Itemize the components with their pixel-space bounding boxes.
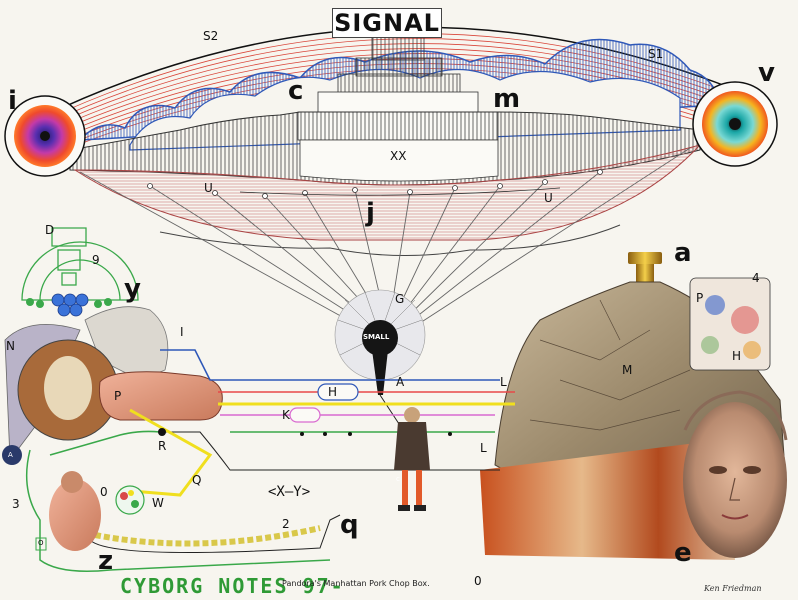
label-xx: XX bbox=[390, 149, 407, 163]
blue-cells bbox=[51, 293, 89, 317]
label-a-line: A bbox=[396, 375, 405, 389]
label-u-right: U bbox=[544, 191, 553, 205]
green-loop bbox=[49, 430, 161, 456]
label-l-top: L bbox=[500, 375, 507, 389]
capsule-k bbox=[289, 407, 321, 423]
label-s2: S2 bbox=[203, 29, 219, 43]
artist-signature: Ken Friedman bbox=[704, 584, 762, 593]
label-h-right: H bbox=[732, 349, 742, 363]
signal-title: SIGNAL bbox=[334, 9, 440, 37]
label-a-left: A bbox=[8, 451, 13, 459]
label-u-left: U bbox=[204, 181, 213, 195]
bead-chain bbox=[94, 525, 321, 547]
label-v: v bbox=[758, 58, 775, 88]
label-c-girl: c bbox=[396, 475, 400, 483]
label-m: m bbox=[493, 84, 521, 114]
green-dots bbox=[26, 298, 112, 308]
capsule-h bbox=[317, 383, 359, 401]
label-d: D bbox=[45, 223, 55, 237]
seated-figure bbox=[49, 471, 101, 551]
label-q-yellow: Q bbox=[192, 473, 202, 487]
green-cell-cluster bbox=[115, 485, 145, 515]
label-z: z bbox=[98, 546, 114, 576]
label-l-bottom: L bbox=[480, 441, 487, 455]
dome-rim bbox=[239, 187, 561, 196]
gold-knob-icon bbox=[628, 252, 662, 284]
bottom-green-loop bbox=[25, 449, 331, 572]
fabric-strip bbox=[480, 440, 735, 560]
label-e: e bbox=[674, 538, 692, 568]
label-three: 3 bbox=[12, 497, 20, 511]
hatched-land bbox=[69, 111, 701, 186]
label-k: K bbox=[282, 408, 290, 422]
label-i-lower: I bbox=[180, 325, 184, 339]
label-two: 2 bbox=[282, 517, 290, 531]
label-i: i bbox=[8, 86, 17, 116]
label-r: R bbox=[158, 439, 167, 453]
label-zero-small: 0 bbox=[100, 485, 108, 499]
label-nine: 9 bbox=[92, 253, 100, 267]
label-q-big: q bbox=[340, 510, 359, 540]
womans-face bbox=[683, 390, 788, 558]
green-bubble-diagram bbox=[21, 227, 139, 301]
label-zero-bottom: 0 bbox=[474, 574, 482, 588]
footer-caption: Pandora's Manhattan Pork Chop Box. bbox=[282, 579, 430, 588]
label-p-left: P bbox=[114, 389, 122, 403]
label-s1: S1 bbox=[648, 47, 664, 61]
target-eye-right-icon bbox=[692, 81, 778, 167]
flesh-tube bbox=[98, 371, 223, 421]
signal-banner: SIGNAL bbox=[332, 8, 442, 38]
label-x-y: <X—Y> bbox=[268, 484, 311, 500]
label-j: j bbox=[366, 198, 375, 228]
dandelion-icon bbox=[334, 289, 426, 431]
label-w: W bbox=[152, 496, 164, 510]
footer-title: CYBORG NOTES 97- bbox=[120, 574, 345, 598]
small-green-box bbox=[35, 537, 47, 551]
girl-figure bbox=[394, 407, 430, 511]
bottom-black-loop bbox=[89, 514, 341, 553]
label-g: G bbox=[395, 292, 405, 306]
blue-knob bbox=[2, 445, 22, 465]
label-small: SMALL bbox=[363, 333, 390, 341]
label-c: c bbox=[288, 76, 304, 106]
label-n: N bbox=[6, 339, 15, 353]
label-a-top: a bbox=[674, 238, 692, 268]
target-eye-left-icon bbox=[4, 95, 86, 177]
label-h-line: H bbox=[328, 385, 338, 399]
label-p-right: P bbox=[696, 291, 704, 305]
small-painting bbox=[689, 277, 771, 371]
yellow-loop bbox=[119, 408, 213, 497]
rock-texture bbox=[529, 299, 691, 431]
node-r bbox=[158, 428, 166, 436]
label-o-box: O bbox=[38, 539, 44, 547]
astronaut-figure bbox=[44, 356, 92, 420]
label-four: 4 bbox=[752, 271, 760, 285]
label-m-rock: M bbox=[622, 363, 633, 377]
label-y: y bbox=[124, 274, 141, 304]
circuit-lines bbox=[160, 349, 515, 471]
